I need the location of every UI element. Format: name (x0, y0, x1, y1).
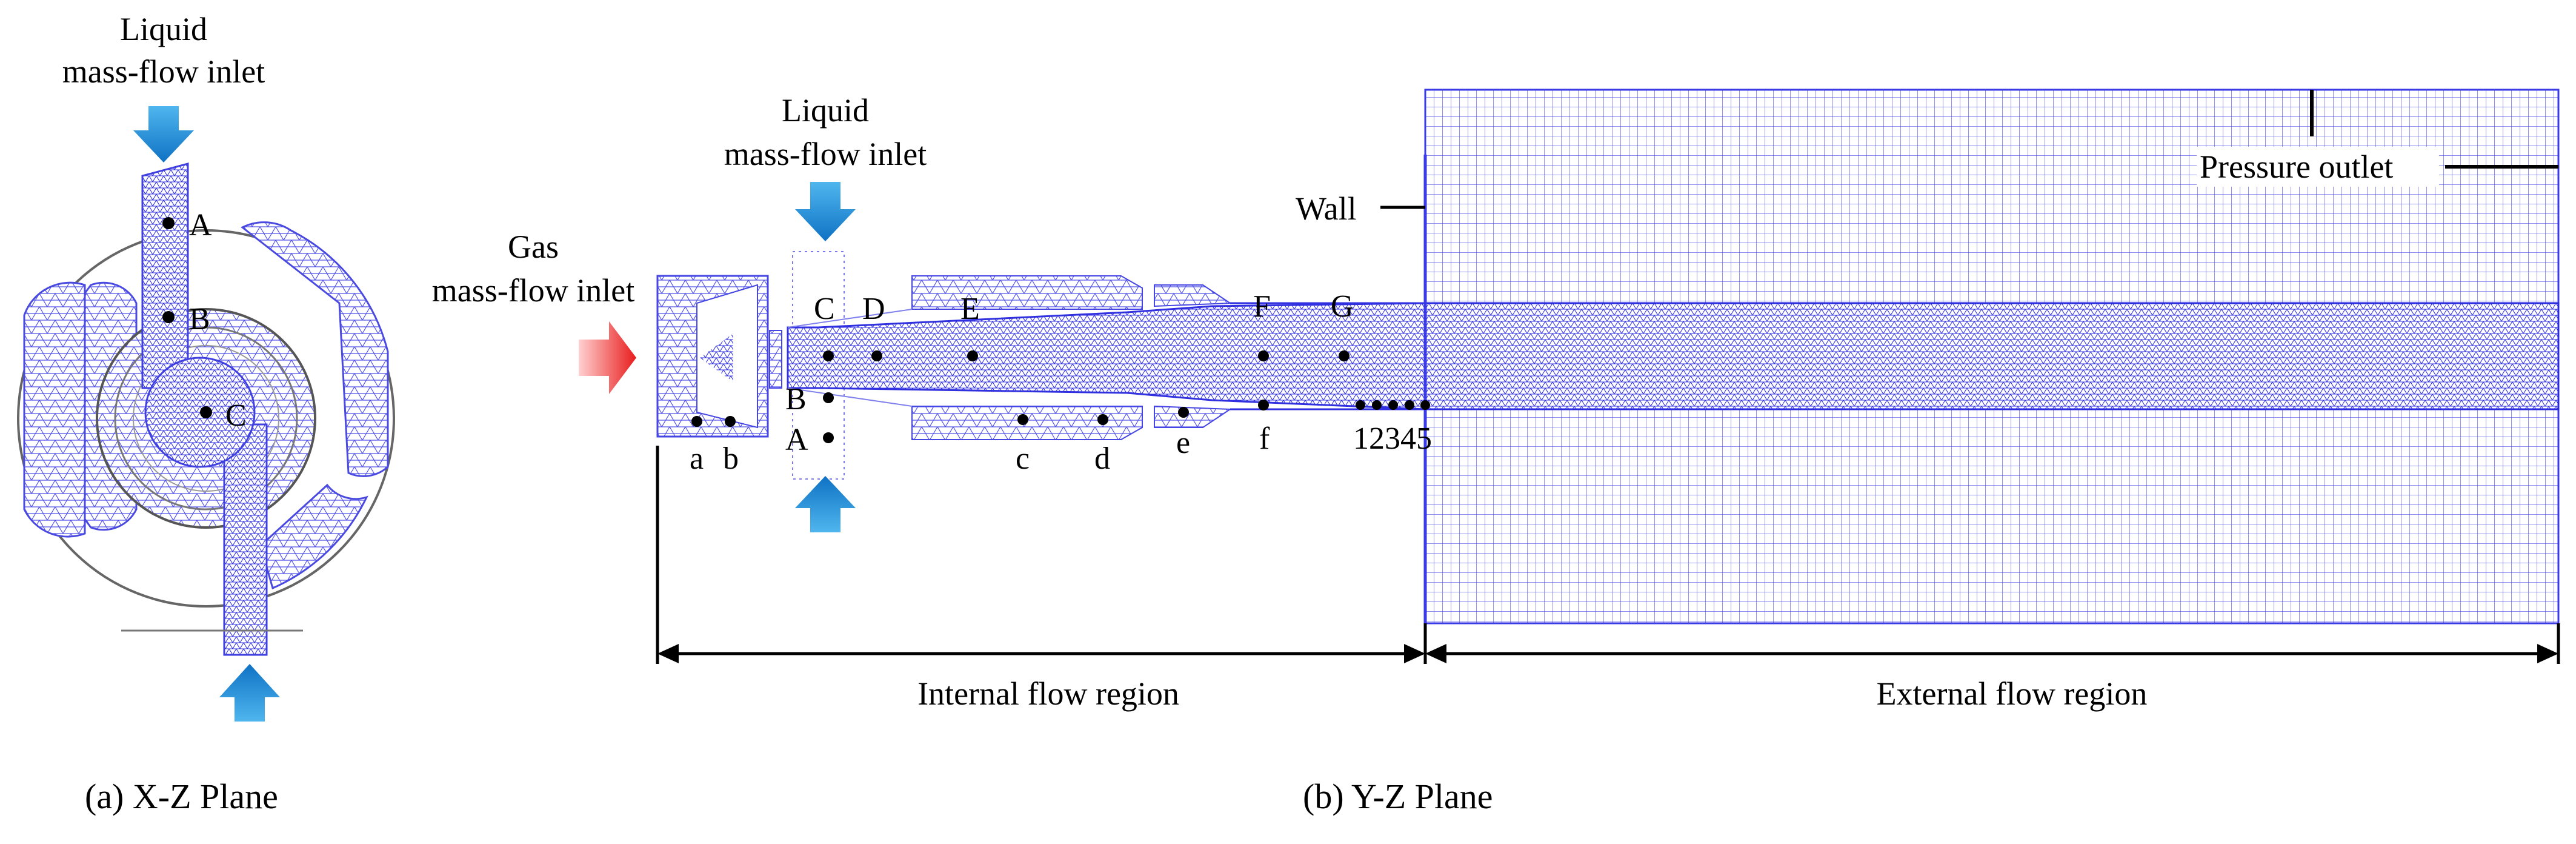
point-c-small-marker (1017, 414, 1028, 425)
point-f-small-label: f (1259, 421, 1270, 456)
point-e-small-label: e (1176, 426, 1190, 460)
panel-a-point-a-marker (162, 217, 175, 229)
point-f-small-marker (1258, 400, 1269, 410)
panel-b-top-liquid-arrow-icon (795, 182, 856, 241)
panel-a-nozzle-mesh (17, 162, 395, 656)
panel-b-gas-inlet-line2: mass-flow inlet (432, 272, 634, 309)
point-e-label: E (960, 292, 980, 326)
point-a-small-marker (691, 416, 702, 427)
point-b-small-label: b (723, 441, 739, 476)
panel-a-inlet-label-line2: mass-flow inlet (62, 53, 265, 90)
panel-b-bottom-liquid-arrow-icon (795, 476, 856, 532)
panel-a-inlet-label-line1: Liquid (120, 11, 207, 47)
panel-a-bottom-inlet-arrow-icon (219, 664, 280, 722)
point-d-label: D (862, 292, 885, 326)
lower-points: B A a b c d e f 12345 (690, 382, 1432, 476)
point-c-label: C (814, 292, 835, 326)
point-1-marker (1356, 400, 1365, 410)
panel-a-point-b-marker (162, 311, 175, 323)
panel-b-caption: (b) Y-Z Plane (1303, 777, 1493, 816)
panel-a-point-c-label: C (225, 398, 247, 433)
point-d-small-label: d (1094, 441, 1110, 476)
point-e-marker (967, 350, 978, 361)
point-b-marker (823, 392, 834, 403)
panel-a-point-b-label: B (189, 302, 210, 337)
point-a-label: A (785, 423, 808, 457)
panel-b-liquid-inlet-line2: mass-flow inlet (724, 136, 927, 172)
panel-b-liquid-inlet-line1: Liquid (782, 92, 869, 129)
external-region-label: External flow region (1877, 675, 2148, 712)
point-b-small-marker (725, 416, 736, 427)
internal-nozzle-mesh (656, 155, 1427, 623)
panel-b-gas-inlet-arrow-icon (579, 321, 636, 394)
panel-a-top-inlet-arrow-icon (133, 106, 194, 162)
pressure-outlet-label: Pressure outlet (2200, 149, 2393, 185)
point-2-marker (1372, 400, 1382, 410)
panel-a-point-a-label: A (189, 208, 212, 243)
jet-core-mesh (1424, 302, 2560, 410)
point-4-marker (1405, 400, 1414, 410)
point-a-small-label: a (690, 441, 704, 476)
point-c-small-label: c (1016, 441, 1030, 476)
pressure-outlet-label-bg (2197, 147, 2439, 187)
point-e-small-marker (1178, 407, 1189, 418)
point-f-upper-label: F (1253, 289, 1271, 324)
point-c-marker (823, 350, 834, 361)
point-b-label: B (785, 382, 807, 417)
panel-b-gas-inlet-line1: Gas (508, 229, 559, 265)
point-g-marker (1339, 350, 1350, 361)
numbered-points-label: 12345 (1353, 421, 1432, 456)
wall-label: Wall (1296, 190, 1357, 227)
point-f-upper-marker (1258, 350, 1269, 361)
upper-points: C D E F G (814, 289, 1354, 361)
point-g-label: G (1331, 289, 1354, 324)
panel-a-point-c-marker (200, 406, 212, 418)
point-a-marker (823, 432, 834, 443)
point-d-small-marker (1097, 414, 1108, 425)
region-dimensions (656, 446, 2560, 664)
panel-b: Liquid mass-flow inlet Gas mass-flow inl… (432, 89, 2560, 816)
panel-a: Liquid mass-flow inlet A B C (a) X-Z Pla… (17, 11, 395, 816)
panel-a-caption: (a) X-Z Plane (85, 777, 278, 816)
point-3-marker (1388, 400, 1398, 410)
point-5-marker (1420, 400, 1430, 410)
point-d-marker (871, 350, 882, 361)
internal-region-label: Internal flow region (917, 675, 1179, 712)
